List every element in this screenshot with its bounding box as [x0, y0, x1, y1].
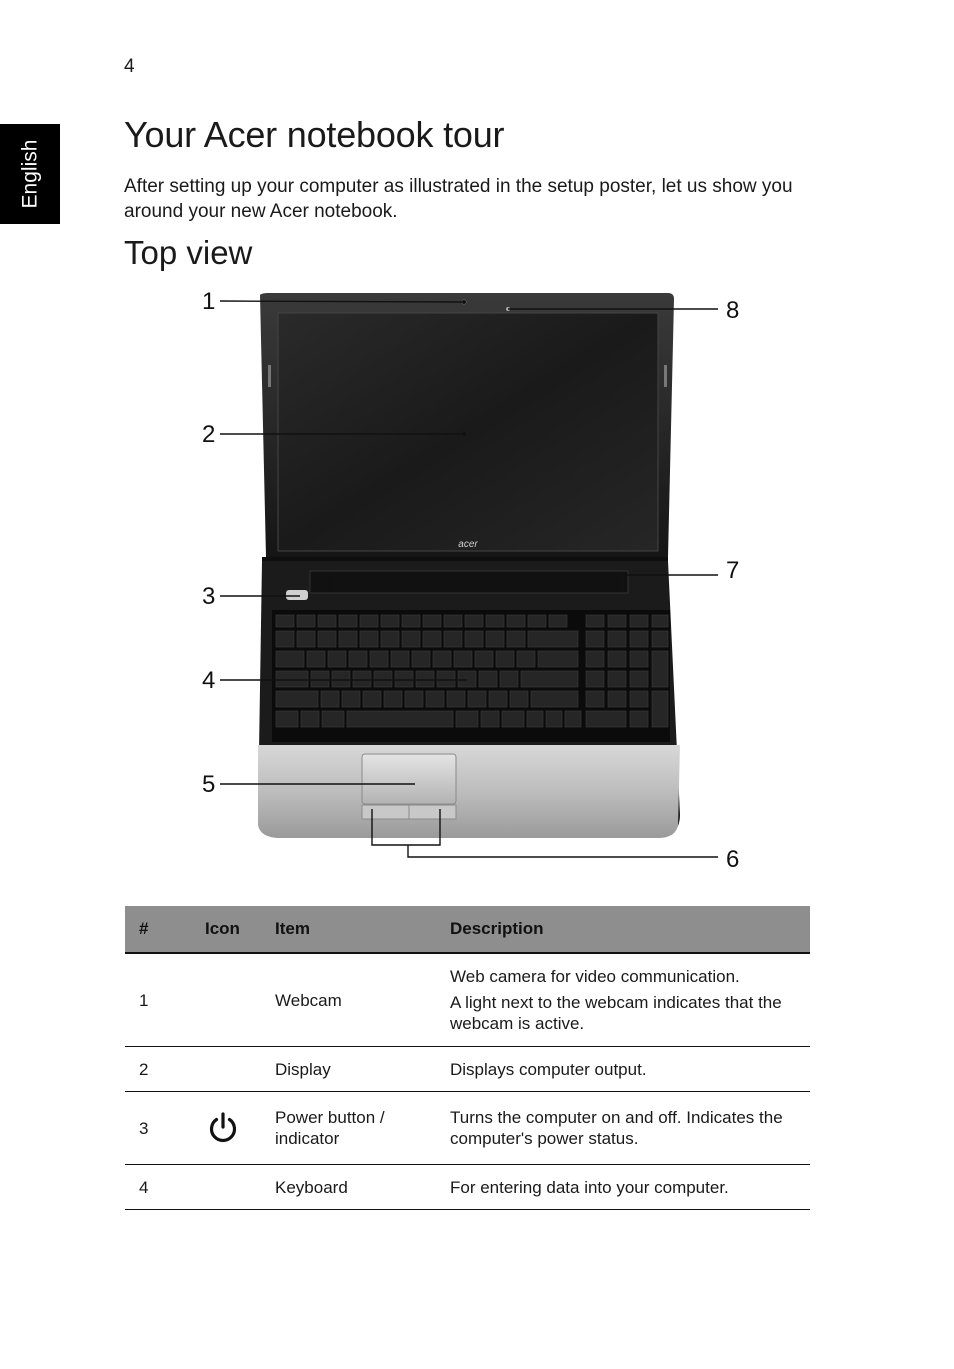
callout-4: 4 [202, 667, 215, 694]
description-text: Turns the computer on and off. Indicates… [450, 1108, 783, 1148]
header-number: # [125, 906, 191, 954]
header-icon: Icon [191, 906, 261, 954]
power-button-graphic [286, 590, 308, 600]
row-item: Webcam [261, 953, 436, 1047]
callout-3: 3 [202, 583, 215, 610]
table-row: 2 Display Displays computer output. [125, 1046, 810, 1092]
row-number: 2 [125, 1046, 191, 1092]
row-number: 4 [125, 1164, 191, 1210]
page-title: Your Acer notebook tour [124, 114, 505, 155]
row-icon [191, 1091, 261, 1165]
callout-2: 2 [202, 421, 215, 448]
callout-6: 6 [726, 846, 739, 873]
page-number: 4 [124, 56, 135, 77]
language-tab-label: English [18, 139, 42, 209]
callout-1: 1 [202, 288, 215, 315]
row-description: For entering data into your computer. [436, 1164, 810, 1210]
row-description: Displays computer output. [436, 1046, 810, 1092]
header-item: Item [261, 906, 436, 954]
row-icon [191, 953, 261, 1047]
speaker-grille [309, 570, 629, 594]
row-item: Display [261, 1046, 436, 1092]
section-title: Top view [124, 234, 253, 271]
language-tab: English [0, 124, 60, 224]
palm-rest [258, 745, 680, 838]
table-row: 3 Power button / indicator Turns the com… [125, 1091, 810, 1165]
row-icon [191, 1164, 261, 1210]
callout-1-leader [219, 300, 465, 303]
display-screen [277, 312, 659, 552]
laptop-top-view-figure: acer [190, 285, 760, 880]
description-text: A light next to the webcam indicates tha… [450, 993, 782, 1033]
table-row: 4 Keyboard For entering data into your c… [125, 1164, 810, 1210]
keyboard-keys [275, 614, 669, 728]
acer-logo: acer [458, 539, 478, 550]
callout-5: 5 [202, 771, 215, 798]
row-description: Web camera for video communication. A li… [436, 953, 810, 1047]
row-number: 1 [125, 953, 191, 1047]
table-row: 1 Webcam Web camera for video communicat… [125, 953, 810, 1047]
row-item: Keyboard [261, 1164, 436, 1210]
row-number: 3 [125, 1091, 191, 1165]
description-text: Web camera for video communication. [450, 967, 740, 986]
callout-8: 8 [726, 297, 739, 324]
laptop-illustration: acer [202, 288, 739, 873]
power-icon [209, 1112, 237, 1143]
row-item: Power button / indicator [261, 1091, 436, 1165]
description-text: For entering data into your computer. [450, 1177, 729, 1197]
touchpad [361, 753, 457, 805]
row-description: Turns the computer on and off. Indicates… [436, 1091, 810, 1165]
intro-paragraph: After setting up your computer as illust… [124, 176, 793, 222]
header-description: Description [436, 906, 810, 954]
components-table: # Icon Item Description 1 Webcam Web cam… [125, 906, 810, 1210]
description-text: Displays computer output. [450, 1059, 647, 1079]
callout-6-leader [371, 809, 718, 858]
callout-7: 7 [726, 557, 739, 584]
touchpad-left-button [361, 804, 410, 820]
touchpad-right-button [408, 804, 457, 820]
callout-7-leader [329, 574, 718, 591]
row-icon [191, 1046, 261, 1092]
table-header-row: # Icon Item Description [125, 906, 810, 954]
